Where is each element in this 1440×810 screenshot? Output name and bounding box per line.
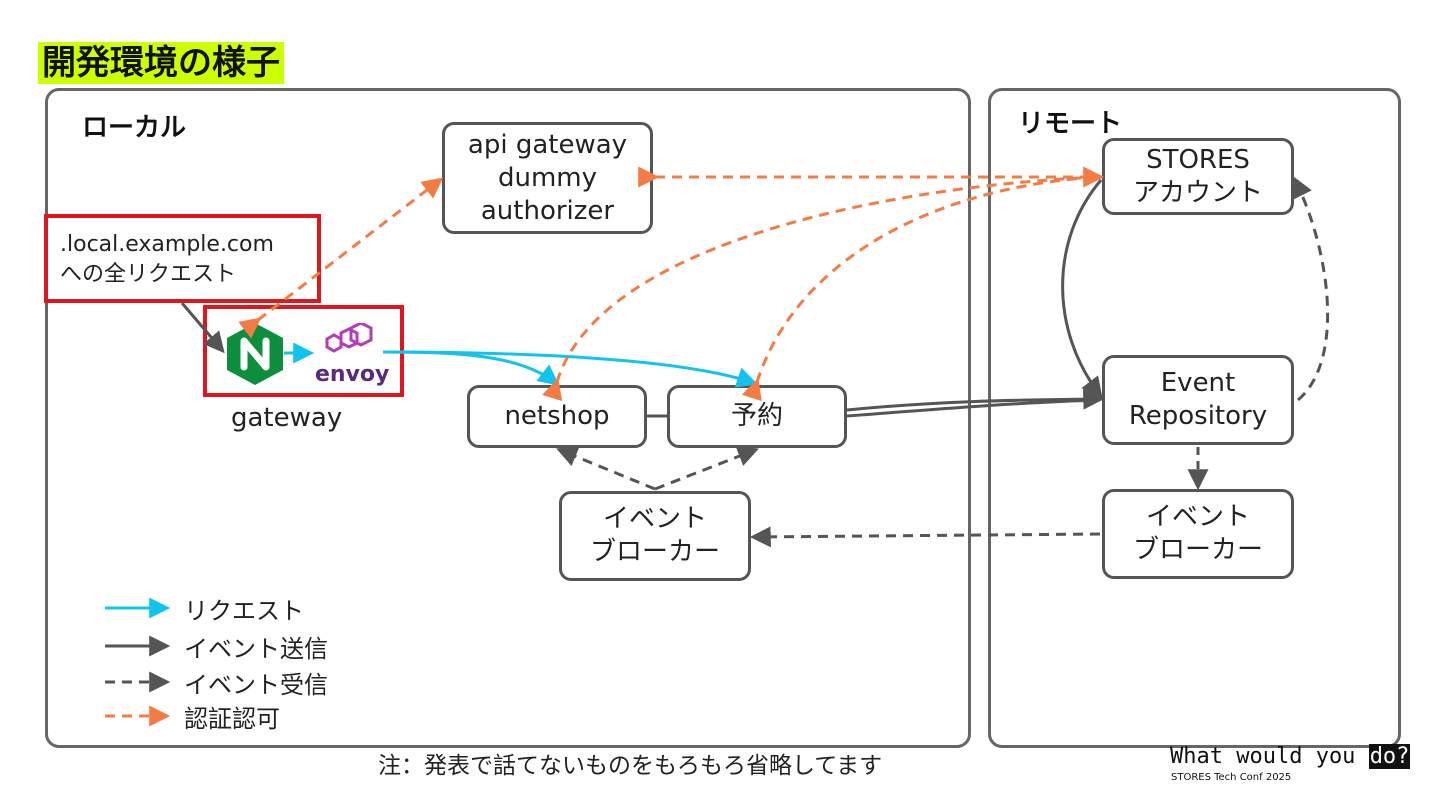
remote-panel-label: リモート: [1018, 109, 1123, 139]
legend-request-label: リクエスト: [184, 596, 304, 625]
gateway-label: gateway: [231, 403, 343, 433]
envoy-wordmark: envoy: [315, 362, 390, 387]
legend-auth: 認証認可: [170, 701, 280, 733]
legend-event-receive-label: イベント受信: [184, 670, 328, 699]
brand-conference: STORES Tech Conf 2025: [1171, 772, 1292, 783]
event-repository-node: Event Repository: [1102, 355, 1294, 445]
brand-tagline-main: What would you: [1170, 744, 1369, 769]
legend-event-send-label: イベント送信: [184, 634, 328, 663]
remote-event-broker-node: イベント ブローカー: [1102, 489, 1294, 579]
legend-event-receive: イベント受信: [170, 667, 328, 699]
stores-account-node: STORES アカウント: [1102, 138, 1294, 215]
brand-tagline-highlight: do?: [1368, 744, 1411, 769]
netshop-node: netshop: [467, 385, 647, 448]
envoy-icon: [325, 323, 373, 353]
request-scope-line2: への全リクエスト: [60, 262, 237, 287]
brand-tagline: What would you do?: [1170, 744, 1411, 769]
api-gateway-node: api gateway dummy authorizer: [442, 122, 653, 234]
remote-panel: [988, 88, 1401, 748]
local-panel-label: ローカル: [82, 113, 187, 143]
legend-auth-label: 認証認可: [184, 704, 280, 733]
legend-event-send: イベント送信: [170, 631, 328, 663]
request-scope-line1: .local.example.com: [60, 232, 274, 257]
legend-request: リクエスト: [170, 593, 304, 625]
local-event-broker-node: イベント ブローカー: [559, 491, 751, 581]
footnote: 注：発表で話てないものをもろもろ省略してます: [378, 753, 883, 779]
gateway-box: envoy: [203, 305, 404, 397]
yoyaku-node: 予約: [667, 385, 847, 448]
local-panel: [45, 88, 971, 748]
page-title: 開発環境の様子: [38, 42, 284, 84]
nginx-icon: [227, 323, 283, 385]
request-scope-text: .local.example.com への全リクエスト: [60, 230, 274, 290]
